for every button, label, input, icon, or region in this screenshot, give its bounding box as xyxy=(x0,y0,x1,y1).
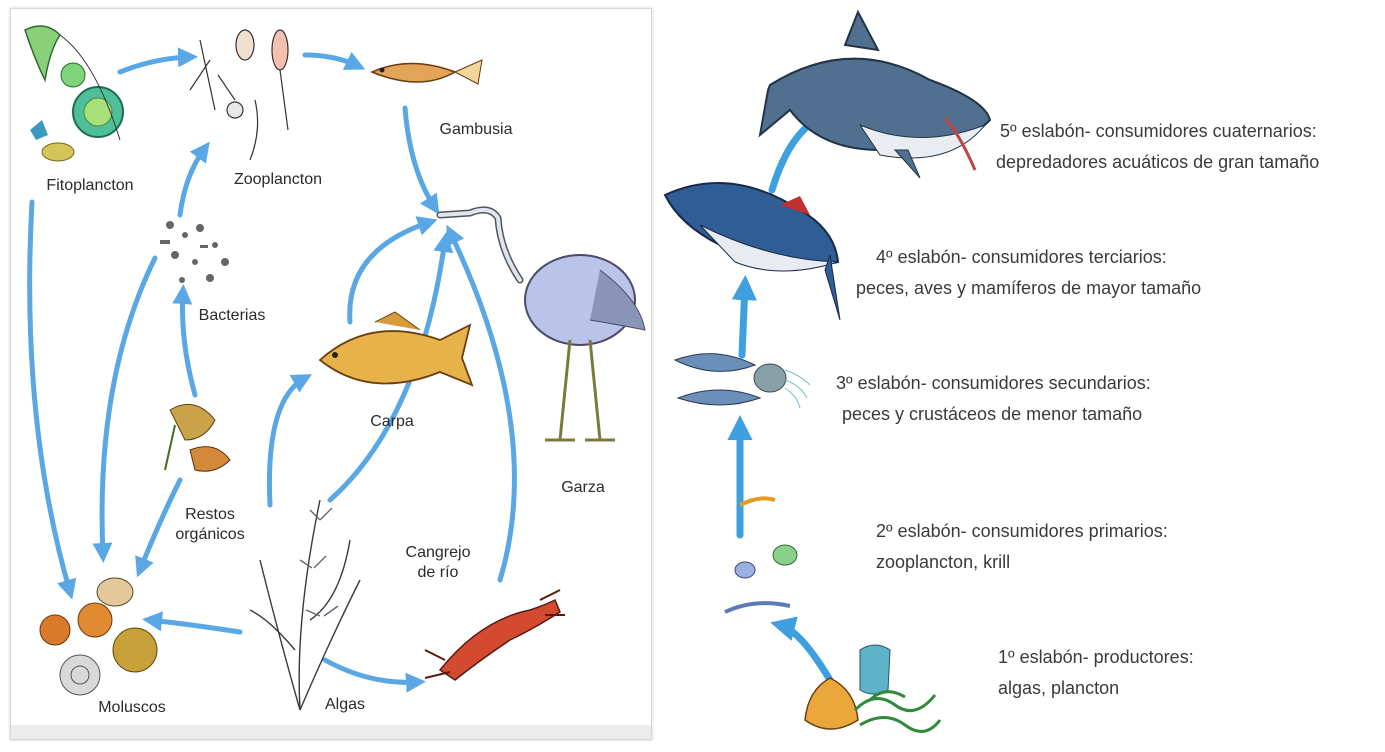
label-cangrejo-line2: de río xyxy=(406,563,471,583)
arrow-gambusia-garza xyxy=(405,108,435,208)
arrow-zoo-gambusia xyxy=(305,55,358,66)
label-fitoplancton: Fitoplancton xyxy=(46,176,133,196)
label-restos-line2: orgánicos xyxy=(175,525,244,545)
cangrejo-illustration xyxy=(425,590,565,680)
arrow-fito-zoo xyxy=(120,57,190,72)
label-moluscos: Moluscos xyxy=(98,698,166,718)
label-restos-line1: Restos xyxy=(175,505,244,525)
arrow-algas-moluscos xyxy=(150,620,240,632)
moluscos-illustration xyxy=(40,578,157,695)
level-1-desc: algas, plancton xyxy=(998,673,1194,704)
label-bacterias: Bacterias xyxy=(199,306,266,326)
zooplancton-illustration xyxy=(190,30,288,160)
label-restos: Restos orgánicos xyxy=(175,505,244,545)
producers-illustration xyxy=(805,645,940,731)
label-gambusia: Gambusia xyxy=(440,120,513,140)
label-algas: Algas xyxy=(325,695,365,715)
arrow-carpa-garza xyxy=(350,222,430,322)
algas-illustration xyxy=(250,500,360,710)
arrow-bacterias-zoo xyxy=(180,148,205,215)
tuna-illustration xyxy=(665,183,840,320)
restos-illustration xyxy=(165,404,230,471)
arrow-fito-moluscos xyxy=(30,202,70,592)
chain-arrow-3-4 xyxy=(742,285,745,355)
level-4-desc: peces, aves y mamíferos de mayor tamaño xyxy=(856,273,1201,304)
label-cangrejo: Cangrejo de río xyxy=(406,543,471,583)
fitoplancton-illustration xyxy=(25,26,123,161)
level-4-title: 4º eslabón- consumidores terciarios: xyxy=(876,242,1201,273)
level-1-text: 1º eslabón- productores: algas, plancton xyxy=(998,642,1194,704)
level-2-desc: zooplancton, krill xyxy=(876,547,1168,578)
arrow-cangrejo-garza xyxy=(450,232,514,580)
carpa-illustration xyxy=(320,312,472,385)
bacterias-illustration xyxy=(160,221,229,283)
level-5-desc: depredadores acuáticos de gran tamaño xyxy=(996,147,1319,178)
level-5-title: 5º eslabón- consumidores cuaternarios: xyxy=(1000,116,1319,147)
label-carpa: Carpa xyxy=(370,412,414,432)
level-2-title: 2º eslabón- consumidores primarios: xyxy=(876,516,1168,547)
arrow-algas-carpa xyxy=(269,378,305,505)
level-5-text: 5º eslabón- consumidores cuaternarios: d… xyxy=(1000,116,1319,178)
level-1-title: 1º eslabón- productores: xyxy=(998,642,1194,673)
label-zooplancton: Zooplancton xyxy=(234,170,322,190)
label-cangrejo-line1: Cangrejo xyxy=(406,543,471,563)
level-3-text: 3º eslabón- consumidores secundarios: pe… xyxy=(836,368,1151,430)
level-3-title: 3º eslabón- consumidores secundarios: xyxy=(836,368,1151,399)
chain-arrow-1-2 xyxy=(780,625,830,680)
level-2-text: 2º eslabón- consumidores primarios: zoop… xyxy=(876,516,1168,578)
arrow-restos-bacterias xyxy=(183,292,196,395)
level-3-desc: peces y crustáceos de menor tamaño xyxy=(842,399,1151,430)
label-garza: Garza xyxy=(561,478,605,498)
arrow-restos-moluscos xyxy=(140,480,180,570)
krill-illustration xyxy=(725,498,797,612)
shark-illustration xyxy=(760,12,990,178)
arrow-algas-cangrejo xyxy=(325,660,418,682)
gambusia-illustration xyxy=(372,60,482,84)
level-4-text: 4º eslabón- consumidores terciarios: pec… xyxy=(876,242,1201,304)
small-fish-illustration xyxy=(675,354,810,408)
arrow-bacterias-moluscos xyxy=(102,258,155,555)
